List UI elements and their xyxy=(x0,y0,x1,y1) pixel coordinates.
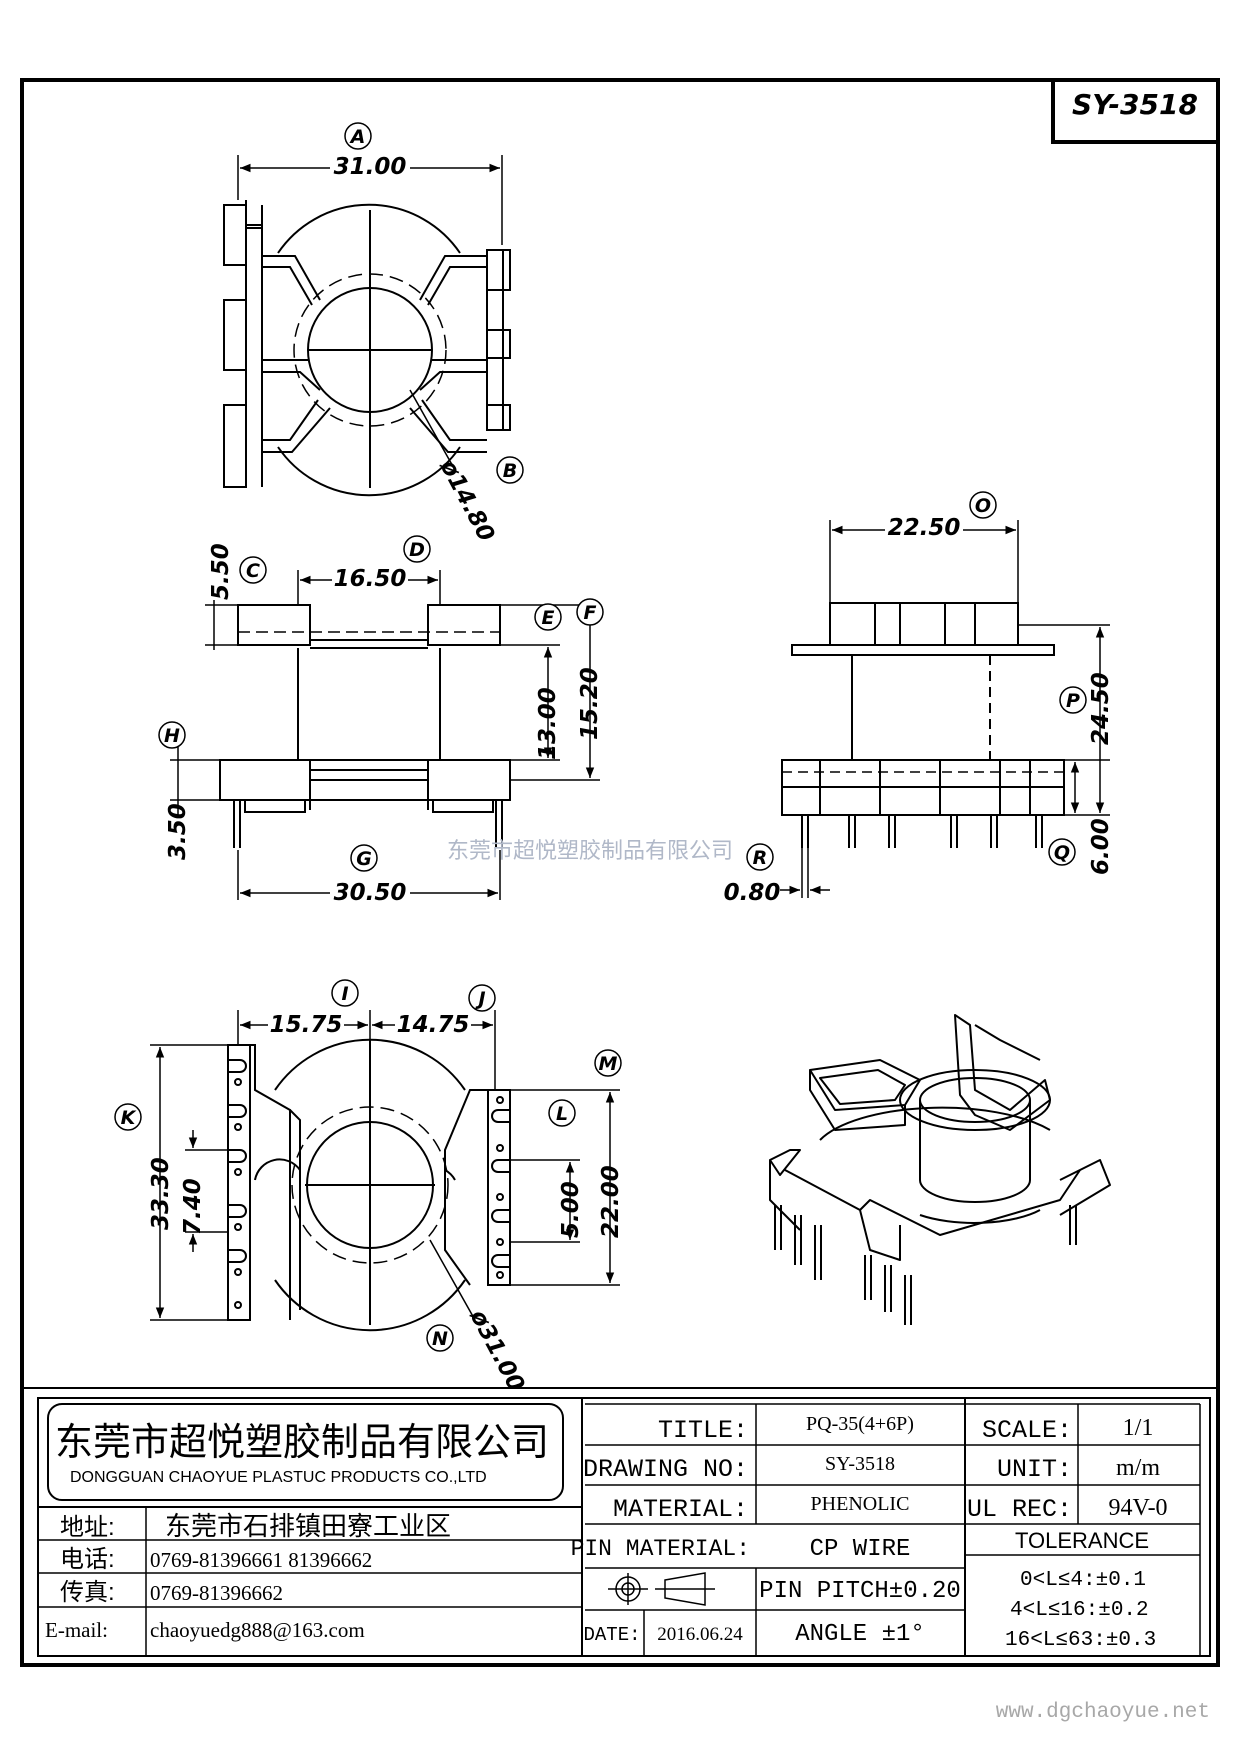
watermark: 东莞市超悦塑胶制品有限公司 xyxy=(447,838,733,863)
dim-D-value: 16.50 xyxy=(334,566,407,592)
dim-G-value: 30.50 xyxy=(334,880,407,906)
drawing-no-value: SY-3518 xyxy=(825,1453,895,1475)
email-value: chaoyuedg888@163.com xyxy=(150,1618,365,1642)
dim-P-Q: 24.50 6.00 P Q xyxy=(1018,624,1114,875)
dim-B: ø14.80 B xyxy=(434,455,524,546)
dim-J-label: J xyxy=(474,988,485,1010)
dim-B-value: ø14.80 xyxy=(434,455,499,546)
fax-value: 0769-81396662 xyxy=(150,1581,283,1605)
bottom-view xyxy=(227,1038,511,1332)
tolerance-row-2: 4<L≤16:±0.2 xyxy=(1010,1599,1149,1622)
dim-C-label: C xyxy=(246,560,260,582)
dim-A: 31.00 A xyxy=(237,122,503,245)
dim-C: 5.50 C xyxy=(205,543,267,650)
scale-value: 1/1 xyxy=(1123,1415,1154,1441)
pin-pitch: PIN PITCH±0.20 xyxy=(759,1578,961,1605)
dim-K2-value: 7.40 xyxy=(180,1178,206,1235)
outer-frame xyxy=(20,78,1220,1667)
dim-R: 0.80 R xyxy=(724,843,830,906)
dim-H: 3.50 H xyxy=(158,721,220,860)
dim-O: 22.50 O xyxy=(829,491,1019,603)
dim-E-value: 13.00 xyxy=(535,687,561,760)
front-view xyxy=(219,604,511,848)
material-label: MATERIAL: xyxy=(613,1495,748,1524)
pin-material-label: PIN MATERIAL: xyxy=(571,1536,750,1562)
email-label: E-mail: xyxy=(45,1618,108,1642)
dim-P-label: P xyxy=(1066,690,1080,712)
dim-L-value: 5.00 xyxy=(558,1181,584,1238)
ul-rec-value: 94V-0 xyxy=(1108,1495,1167,1521)
dim-M-value: 22.00 xyxy=(598,1165,624,1238)
unit-label: UNIT: xyxy=(997,1455,1072,1484)
ul-rec-label: UL REC: xyxy=(967,1495,1072,1524)
dim-D-label: D xyxy=(409,539,425,561)
dim-L-label: L xyxy=(556,1103,568,1125)
dim-O-value: 22.50 xyxy=(888,515,961,541)
dim-B-label: B xyxy=(503,460,517,482)
top-view xyxy=(223,200,511,497)
date-label: DATE: xyxy=(583,1624,640,1646)
dim-A-label: A xyxy=(349,126,366,148)
dim-E-label: E xyxy=(542,607,555,629)
company-name-en: DONGGUAN CHAOYUE PLASTUC PRODUCTS CO.,LT… xyxy=(70,1469,487,1486)
site-url: www.dgchaoyue.net xyxy=(996,1701,1210,1724)
address-label: 地址: xyxy=(60,1514,115,1541)
title-block: 东莞市超悦塑胶制品有限公司 DONGGUAN CHAOYUE PLASTUC P… xyxy=(22,1387,1218,1657)
dim-I-label: I xyxy=(341,983,348,1005)
dim-K-label: K xyxy=(121,1107,137,1129)
dim-G: 30.50 G xyxy=(237,844,501,906)
dim-P-value: 24.50 xyxy=(1088,672,1114,745)
dim-F-label: F xyxy=(584,602,597,624)
address-value: 东莞市石排镇田寮工业区 xyxy=(165,1511,451,1541)
dim-J-value: 14.75 xyxy=(397,1012,470,1038)
part-number: SY-3518 xyxy=(1072,88,1198,121)
isometric-view xyxy=(769,1014,1111,1325)
dim-R-value: 0.80 xyxy=(724,880,781,906)
unit-value: m/m xyxy=(1116,1455,1160,1481)
dim-G-label: G xyxy=(356,848,372,870)
dim-D: 16.50 D xyxy=(297,535,441,605)
dim-O-label: O xyxy=(975,495,991,517)
tolerance-row-1: 0<L≤4:±0.1 xyxy=(1020,1569,1146,1592)
dim-A-value: 31.00 xyxy=(334,154,407,180)
dim-N: ø31.00 N xyxy=(426,1305,529,1396)
dim-N-label: N xyxy=(432,1328,448,1350)
dim-F-value: 15.20 xyxy=(577,667,603,740)
side-view xyxy=(781,602,1065,848)
scale-label: SCALE: xyxy=(982,1416,1072,1445)
dim-Q-label: Q xyxy=(1054,842,1070,864)
tolerance-label: TOLERANCE xyxy=(1015,1528,1149,1553)
dim-I-J: 15.75 14.75 I J xyxy=(237,979,496,1090)
dim-M-label: M xyxy=(599,1053,618,1075)
tolerance-row-3: 16<L≤63:±0.3 xyxy=(1005,1629,1156,1652)
pin-material-value: CP WIRE xyxy=(810,1536,911,1563)
material-value: PHENOLIC xyxy=(811,1493,910,1515)
phone-value: 0769-81396661 81396662 xyxy=(150,1548,372,1572)
company-name-cn: 东莞市超悦塑胶制品有限公司 xyxy=(55,1422,549,1464)
dim-K: 33.30 K 7.40 xyxy=(114,1044,228,1321)
dim-N-value: ø31.00 xyxy=(464,1305,529,1396)
dim-E-F: 13.00 15.20 E F xyxy=(500,598,604,781)
dim-H-label: H xyxy=(164,725,180,747)
projection-symbol-icon xyxy=(608,1572,715,1606)
fax-label: 传真: xyxy=(60,1579,115,1606)
dim-K-value: 33.30 xyxy=(148,1157,174,1230)
title-value: PQ-35(4+6P) xyxy=(806,1413,914,1435)
phone-label: 电话: xyxy=(60,1546,115,1573)
drawing-no-label: DRAWING NO: xyxy=(583,1455,748,1484)
dim-L-M: 5.00 22.00 L M xyxy=(510,1049,624,1286)
angle: ANGLE ±1° xyxy=(795,1621,925,1648)
part-number-box: SY-3518 xyxy=(1051,78,1220,144)
dim-I-value: 15.75 xyxy=(270,1012,343,1038)
title-label: TITLE: xyxy=(658,1416,748,1445)
dim-H-value: 3.50 xyxy=(165,803,191,860)
date-value: 2016.06.24 xyxy=(657,1624,743,1645)
dim-Q-value: 6.00 xyxy=(1088,818,1114,875)
dim-R-label: R xyxy=(753,847,768,869)
dim-C-value: 5.50 xyxy=(208,543,234,600)
